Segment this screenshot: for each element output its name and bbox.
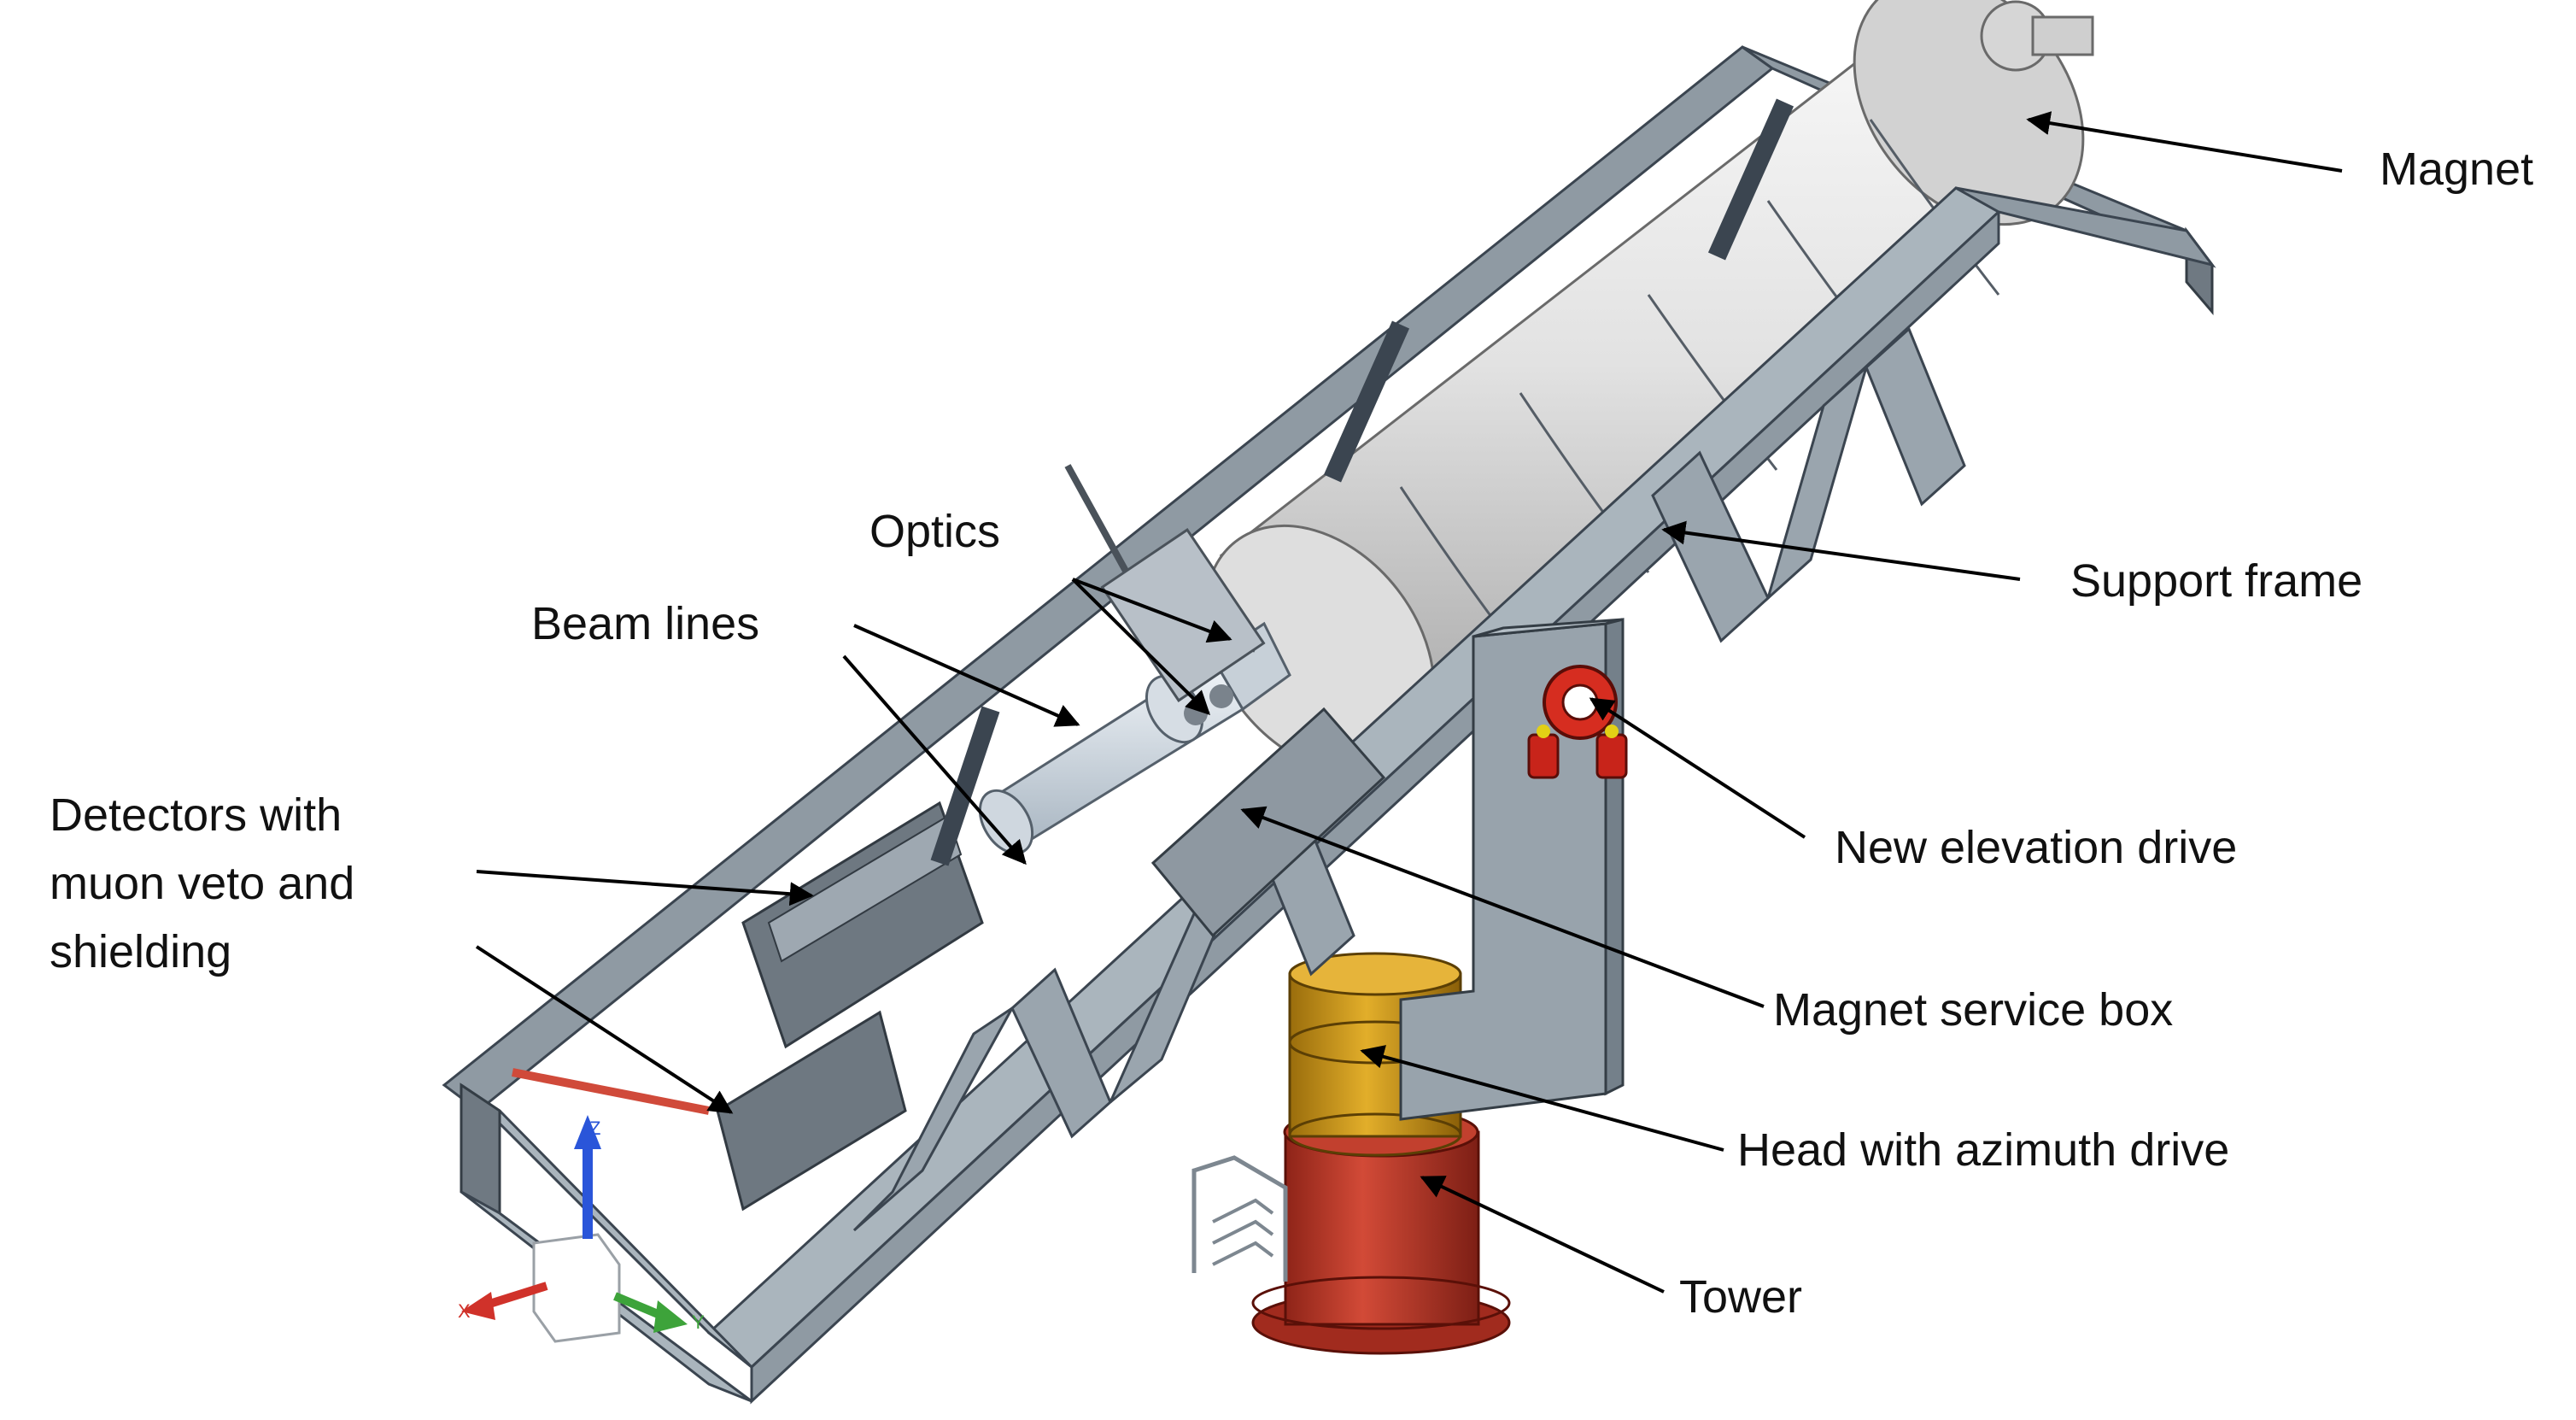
leader-magnet-service-box [1240, 806, 1765, 1008]
label-beam-lines: Beam lines [531, 598, 759, 649]
magnet-service-box [1150, 707, 1386, 938]
leader-detectors-1 [476, 870, 814, 907]
leader-detectors-2 [475, 945, 734, 1114]
label-detectors-line2: muon veto and [50, 858, 354, 909]
label-optics: Optics [869, 506, 1000, 557]
leader-head [1360, 1045, 1724, 1152]
leader-optics-2 [1072, 578, 1232, 643]
leader-tower [1420, 1176, 1665, 1294]
leader-elevation-drive [1589, 697, 1806, 839]
label-head-with-azimuth-drive: Head with azimuth drive [1737, 1124, 2229, 1176]
axis-z-label: Z [589, 1118, 600, 1139]
leader-magnet [2026, 111, 2343, 173]
label-detectors-line3: shielding [50, 926, 231, 977]
label-magnet: Magnet [2380, 144, 2533, 195]
leader-optics-1 [1071, 578, 1210, 715]
label-magnet-service-box: Magnet service box [1773, 984, 2173, 1036]
magnet [1203, 0, 2094, 775]
label-support-frame: Support frame [2070, 555, 2362, 607]
label-new-elevation-drive: New elevation drive [1835, 822, 2237, 873]
stairs [1191, 1155, 1288, 1282]
axis-y-label: Y [692, 1311, 705, 1333]
leader-lines [475, 111, 2343, 1294]
label-detectors-line1: Detectors with [50, 789, 342, 841]
axis-triad [461, 1115, 688, 1343]
leader-beam-lines-1 [853, 624, 1080, 727]
detectors [512, 801, 984, 1212]
axis-x-label: X [458, 1300, 471, 1322]
label-tower: Tower [1679, 1271, 1802, 1323]
leader-beam-lines-2 [842, 654, 1027, 865]
leader-support-frame [1661, 520, 2021, 581]
tower [1251, 1106, 1511, 1355]
